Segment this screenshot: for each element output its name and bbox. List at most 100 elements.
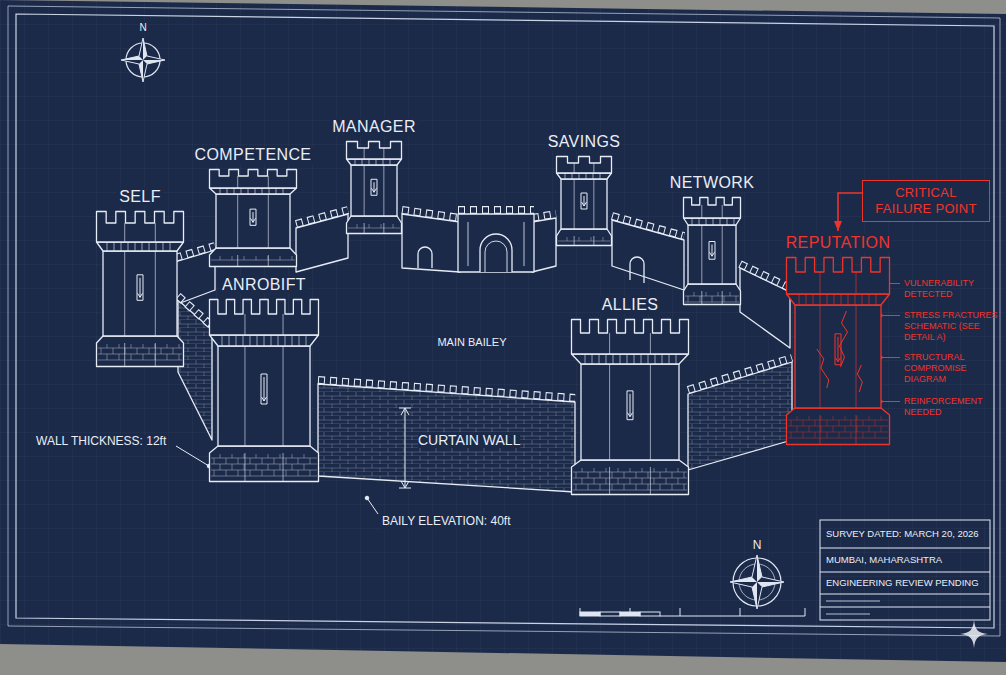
callout-note: STRUCTURAL COMPROMISE DIAGRAM xyxy=(904,352,1000,385)
tower-label: SELF xyxy=(117,188,163,206)
slit-arrow xyxy=(582,196,587,206)
tower-bricks xyxy=(348,224,400,228)
wall-label: CURTAIN WALL xyxy=(418,432,520,448)
crenellation xyxy=(296,210,348,224)
arrow-slit xyxy=(709,242,715,260)
tower-bricks xyxy=(685,292,739,302)
tower-outline xyxy=(570,318,690,496)
tower-plinth xyxy=(347,216,402,234)
tower-plinth xyxy=(210,446,319,482)
compass-star xyxy=(121,38,165,82)
tower-crown xyxy=(787,258,890,295)
tower-facets xyxy=(245,346,283,482)
callout-note: REINFORCEMENT NEEDED xyxy=(904,396,1000,418)
scale-bar xyxy=(580,608,805,616)
compass-letter: N xyxy=(753,539,762,553)
tower-body xyxy=(351,165,397,216)
tower-label: SAVINGS xyxy=(546,133,623,151)
tower-outline xyxy=(345,140,403,235)
crown-facets xyxy=(245,314,283,335)
leader-line xyxy=(881,315,900,316)
tower-outline xyxy=(95,210,185,368)
tower-bricks xyxy=(573,468,687,490)
tower: MANAGER xyxy=(328,115,420,235)
tower-drawing xyxy=(97,212,184,367)
tower: ALLIES xyxy=(570,293,690,496)
tower-corbel xyxy=(97,242,184,251)
compass-star-fill xyxy=(121,38,165,82)
corbel-ticks xyxy=(220,188,283,194)
arrow-slit xyxy=(627,391,633,420)
crown-facets xyxy=(574,163,594,173)
title-block-frame xyxy=(820,520,990,620)
height-dimension xyxy=(399,408,411,488)
brick-texture xyxy=(318,384,575,492)
title-block xyxy=(820,520,990,620)
tower-plinth xyxy=(210,248,297,267)
tower-crown xyxy=(572,320,689,355)
crenellation xyxy=(740,264,790,288)
leader-line xyxy=(176,446,209,466)
tower-plinth xyxy=(557,229,612,246)
tower-facets xyxy=(364,165,384,234)
brick-texture xyxy=(688,362,792,470)
wall-segment xyxy=(402,214,460,272)
tower-body xyxy=(561,179,607,229)
gatehouse xyxy=(458,210,534,272)
tower-bricks xyxy=(98,344,182,360)
tower-label: ALLIES xyxy=(600,296,661,314)
crenellation xyxy=(740,264,790,288)
crenellation xyxy=(296,210,348,224)
tower: COMPETENCE xyxy=(191,143,316,268)
crenellation xyxy=(458,207,534,213)
scale-ticks xyxy=(580,608,805,616)
crenellation xyxy=(178,296,212,326)
tower-crown xyxy=(97,212,184,243)
connectors xyxy=(838,193,862,231)
gatehouse-facet xyxy=(468,222,524,266)
tower-plinth xyxy=(684,284,741,305)
tower: SAVINGS xyxy=(544,130,625,247)
stress-fracture xyxy=(817,311,863,392)
crenellation xyxy=(612,216,684,236)
tower-corbel xyxy=(347,159,402,165)
crenellation xyxy=(458,206,534,214)
crown-facets xyxy=(820,272,856,294)
tower-body xyxy=(103,251,177,336)
crenellation xyxy=(178,296,212,326)
tower: NETWORK xyxy=(666,171,759,306)
callout-note: VULNERABILITY DETECTED xyxy=(904,278,1000,300)
outer-border xyxy=(8,6,1000,636)
arrow-slit xyxy=(835,334,841,365)
tower: REPUTATION xyxy=(782,231,895,446)
leader-line xyxy=(881,401,900,402)
crenellation xyxy=(688,358,792,390)
arrow-slit xyxy=(137,275,143,301)
tower-label: REPUTATION xyxy=(784,234,893,252)
arrow-slit xyxy=(261,374,267,404)
corbel-ticks xyxy=(565,173,600,179)
tower-drawing xyxy=(557,157,612,246)
crenellation xyxy=(532,214,556,218)
tower-corbel xyxy=(684,218,741,225)
slit-arrow xyxy=(836,337,841,362)
scale-segment xyxy=(640,612,660,616)
tower-drawing xyxy=(347,142,402,234)
tower-body xyxy=(216,194,290,248)
leader-line xyxy=(367,498,378,514)
tower-outline xyxy=(785,256,891,446)
tower-drawing xyxy=(572,320,689,495)
title-block-rows xyxy=(820,548,990,607)
tower-facets xyxy=(610,364,651,495)
tower-crown xyxy=(210,300,319,336)
gatehouse-body xyxy=(458,214,534,272)
tower-label: NETWORK xyxy=(668,174,757,192)
corbel-ticks xyxy=(222,335,306,346)
scale-segment xyxy=(580,612,600,616)
warning-text: CRITICAL FAILURE POINT xyxy=(871,185,981,217)
tower-corbel xyxy=(572,354,689,364)
tower-facets xyxy=(702,225,722,305)
crenellation xyxy=(688,358,792,390)
sparkle-watermark xyxy=(960,620,988,648)
